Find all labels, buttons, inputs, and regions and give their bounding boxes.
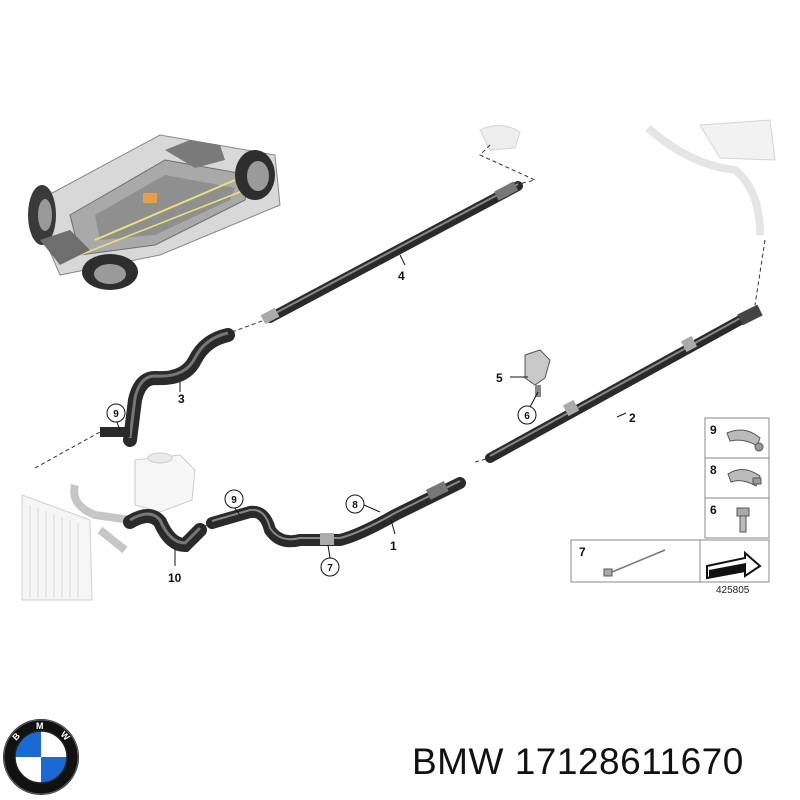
hose-part-10[interactable] [123,509,207,553]
callout-label-10: 10 [168,571,182,585]
direction-arrow-icon [706,550,762,580]
legend-row-label-8: 8 [710,463,717,477]
callout-label-1: 1 [390,539,397,553]
callout-label-3: 3 [178,392,185,406]
circled-callout-9-left: 9 [106,403,126,423]
legend-row-label-9: 9 [710,423,717,437]
hose-part-4[interactable] [260,181,523,325]
circled-callout-7: 7 [320,557,340,577]
circled-callout-9-center: 9 [224,489,244,509]
brand-name: BMW [412,741,504,782]
radiator-illustration [21,484,131,601]
parts-legend-panel: 9 8 6 7 425805 [570,417,770,596]
diagram-id-label: 425805 [716,585,750,596]
hose-part-1[interactable] [206,477,466,548]
svg-text:M: M [36,721,44,731]
callout-label-4: 4 [398,269,405,283]
circled-callout-label: 7 [327,563,333,574]
legend-row-label-7: 7 [579,545,586,559]
vehicle-chassis-illustration [28,134,281,290]
legend-row-label-6: 6 [710,503,717,517]
expansion-tank-illustration [134,452,196,513]
cable-tie-icon [603,549,666,577]
circled-callout-label: 9 [113,409,119,420]
callout-label-5: 5 [496,371,503,385]
callout-leader-lines [115,254,627,566]
bracket-part-5[interactable] [524,349,551,397]
circled-callout-8: 8 [345,494,365,514]
circled-callout-label: 8 [352,500,358,511]
callout-label-2: 2 [629,411,636,425]
hose-part-3[interactable] [100,328,235,447]
circled-callout-label: 9 [231,495,237,506]
bmw-logo: B M W [3,719,79,795]
hose-clip-icon [727,469,762,487]
circled-callout-6: 6 [517,405,537,425]
part-number: 17128611670 [514,741,744,782]
hose-part-2[interactable] [485,304,763,463]
brand-part-number-caption: BMW 17128611670 [412,738,792,786]
circled-callout-label: 6 [524,411,530,422]
clamp-icon [726,429,764,452]
bolt-icon [736,507,750,533]
top-connector-illustration [479,119,776,236]
